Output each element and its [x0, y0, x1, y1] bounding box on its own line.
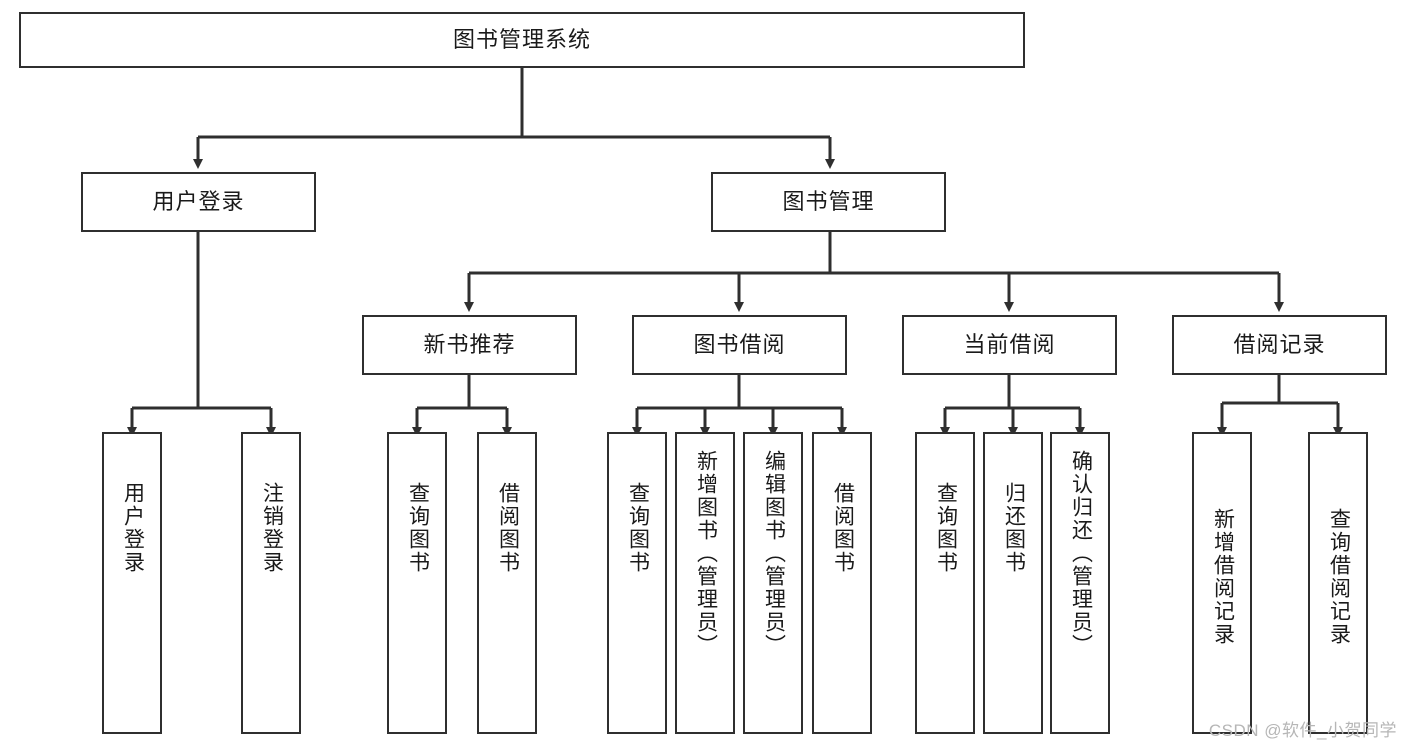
- leaf-new-book-borrow-book[interactable]: 借阅图书: [477, 432, 537, 734]
- node-label: 编辑图书（管理员）: [762, 450, 786, 657]
- node-root-book-management-system[interactable]: 图书管理系统: [19, 12, 1025, 68]
- leaf-current-borrow-return-book[interactable]: 归还图书: [983, 432, 1043, 734]
- node-label: 借阅记录: [1233, 331, 1326, 357]
- leaf-current-borrow-confirm-return-admin[interactable]: 确认归还（管理员）: [1050, 432, 1110, 734]
- node-label: 新书推荐: [423, 331, 516, 357]
- node-label: 图书管理: [782, 188, 875, 214]
- node-label: 查询图书: [406, 482, 430, 574]
- node-label: 图书管理系统: [452, 26, 591, 52]
- leaf-book-borrow-edit-book-admin[interactable]: 编辑图书（管理员）: [743, 432, 803, 734]
- leaf-borrow-record-query-record[interactable]: 查询借阅记录: [1308, 432, 1368, 734]
- node-label: 新增借阅记录: [1211, 508, 1235, 646]
- leaf-book-borrow-add-book-admin[interactable]: 新增图书（管理员）: [675, 432, 735, 734]
- node-label: 查询借阅记录: [1327, 508, 1351, 646]
- node-label: 借阅图书: [831, 482, 855, 574]
- watermark-csdn: CSDN @软件_小贺同学: [1208, 721, 1397, 740]
- leaf-book-borrow-query-book[interactable]: 查询图书: [607, 432, 667, 734]
- node-label: 归还图书: [1002, 482, 1026, 574]
- node-book-borrow[interactable]: 图书借阅: [632, 315, 847, 375]
- node-label: 借阅图书: [496, 482, 520, 574]
- node-label: 查询图书: [626, 482, 650, 574]
- leaf-current-borrow-query-book[interactable]: 查询图书: [915, 432, 975, 734]
- node-new-book-recommend[interactable]: 新书推荐: [362, 315, 577, 375]
- node-book-management[interactable]: 图书管理: [711, 172, 946, 232]
- node-label: 新增图书（管理员）: [694, 450, 718, 657]
- node-label: 注销登录: [260, 482, 284, 574]
- node-label: 查询图书: [934, 482, 958, 574]
- leaf-book-borrow-borrow-book[interactable]: 借阅图书: [812, 432, 872, 734]
- leaf-borrow-record-add-record[interactable]: 新增借阅记录: [1192, 432, 1252, 734]
- node-label: 用户登录: [121, 482, 145, 574]
- leaf-new-book-query-book[interactable]: 查询图书: [387, 432, 447, 734]
- node-borrow-record[interactable]: 借阅记录: [1172, 315, 1387, 375]
- leaf-user-login-signout[interactable]: 注销登录: [241, 432, 301, 734]
- node-label: 图书借阅: [693, 331, 786, 357]
- node-label: 用户登录: [152, 188, 245, 214]
- leaf-user-login-signin[interactable]: 用户登录: [102, 432, 162, 734]
- node-label: 当前借阅: [963, 331, 1056, 357]
- node-current-borrow[interactable]: 当前借阅: [902, 315, 1117, 375]
- node-user-login[interactable]: 用户登录: [81, 172, 316, 232]
- node-label: 确认归还（管理员）: [1069, 450, 1093, 657]
